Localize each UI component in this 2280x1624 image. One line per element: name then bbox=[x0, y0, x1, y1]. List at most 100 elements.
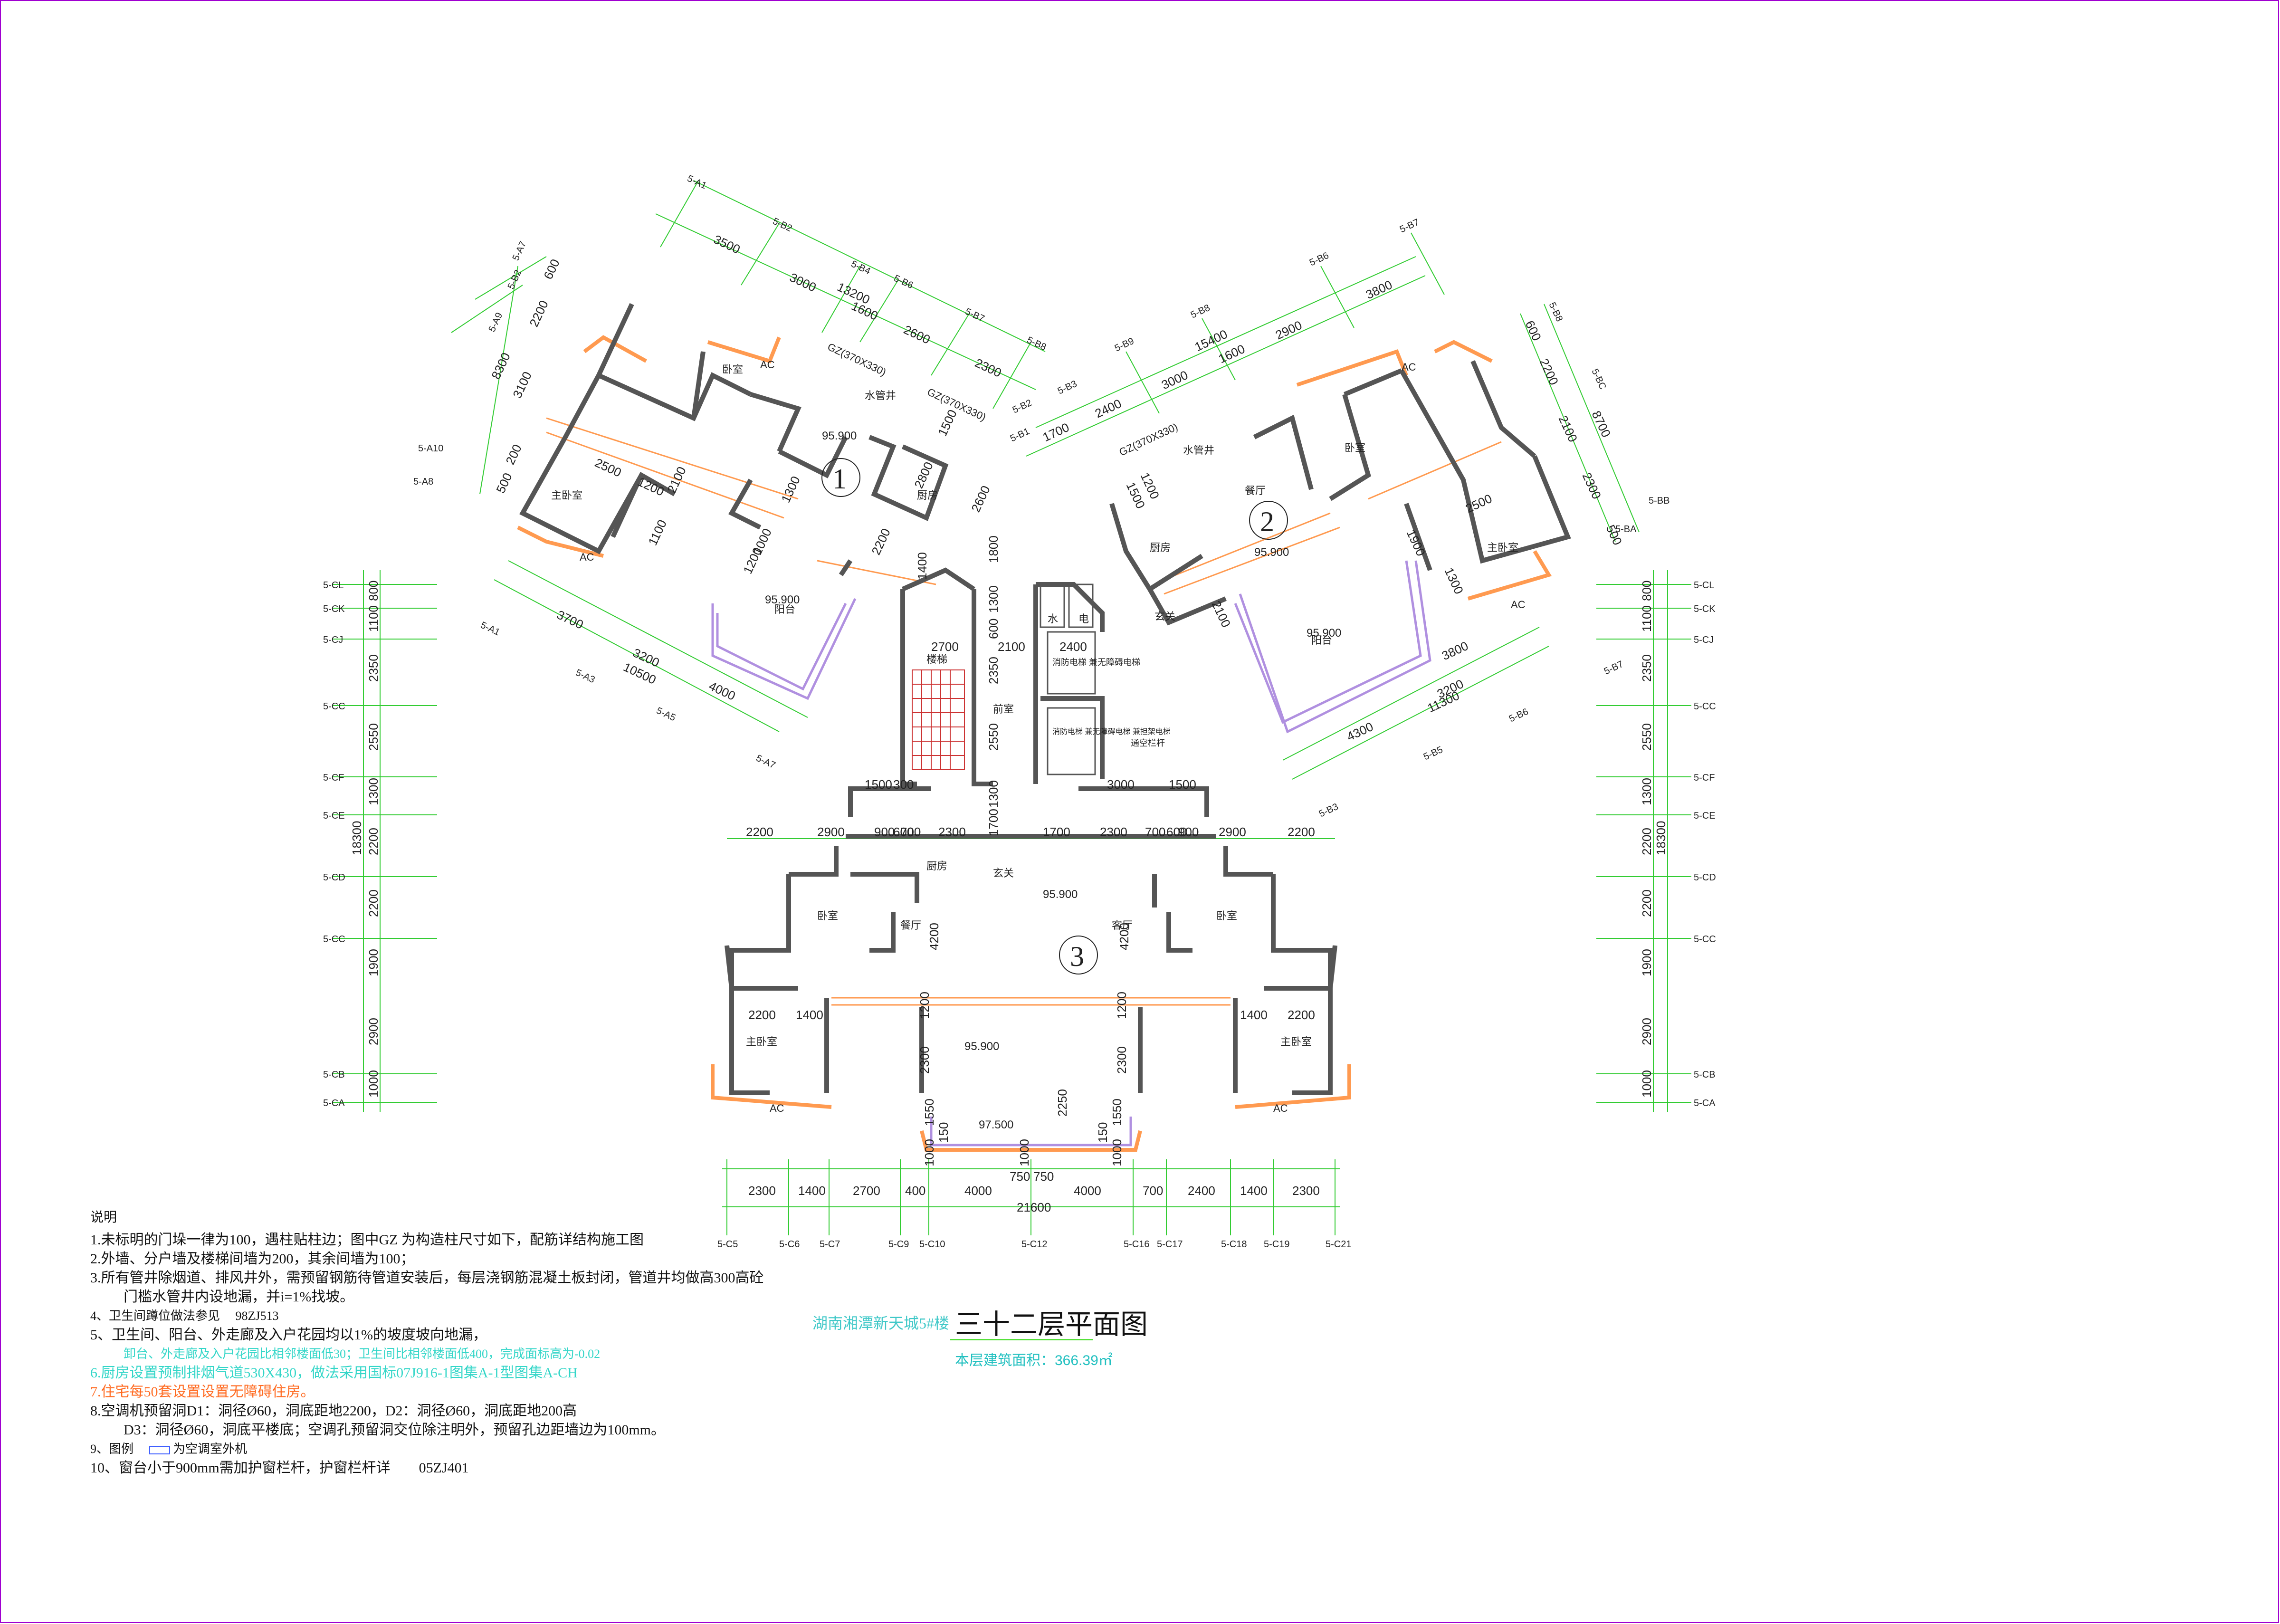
note-9-legend: 为空调室外机 bbox=[173, 1442, 248, 1456]
stair-label: 楼梯 bbox=[926, 653, 947, 665]
axis-l-4: 5-CF bbox=[323, 773, 344, 783]
dim-in-32: 750 bbox=[1033, 1169, 1054, 1184]
dim-rs-2: 2100 bbox=[1556, 413, 1581, 444]
dim-core-7: 2550 bbox=[986, 723, 1001, 751]
unit-2-number: 2 bbox=[1260, 506, 1274, 537]
unit-1-number: 1 bbox=[832, 463, 847, 495]
dim-in-18: 4200 bbox=[927, 923, 941, 950]
dim-core-5: 600 bbox=[986, 619, 1001, 639]
room-u1-bedroom: 卧室 bbox=[722, 363, 743, 375]
note-6: 6.厨房设置预制排烟气道530X430，做法采用国标07J916-1图集A-1型… bbox=[90, 1365, 578, 1381]
axis-tr-7: 5-B8 bbox=[1546, 301, 1565, 324]
axis-r-7: 5-CC bbox=[1694, 934, 1716, 945]
dim-bottom-7: 2400 bbox=[1188, 1184, 1215, 1198]
level-unit1-balcony: 95.900 bbox=[765, 593, 800, 606]
dim-core-9: 300 bbox=[893, 777, 914, 792]
walls bbox=[519, 303, 1571, 1095]
lift-1-label: 消防电梯 兼无障碍电梯 bbox=[1052, 658, 1140, 667]
dim-in-25: 1200 bbox=[1115, 992, 1129, 1019]
dim-in-2: 2100 bbox=[664, 464, 689, 495]
dim-ls-4: 500 bbox=[493, 471, 515, 496]
axis-l-7: 5-CC bbox=[323, 934, 345, 945]
note-5b: 卸台、外走廊及入户花园比相邻楼面低30；卫生间比相邻楼面低400，完成面标高为-… bbox=[124, 1347, 601, 1361]
dim-core-0: 2700 bbox=[931, 640, 959, 654]
level-unit3-balcony: 97.500 bbox=[979, 1118, 1013, 1131]
dim-in-22: 1400 bbox=[1240, 1008, 1268, 1022]
axis-tr-9: 5-BB bbox=[1649, 496, 1669, 506]
room-u3-left-dining: 餐厅 bbox=[900, 919, 921, 931]
dim-vr-1: 1100 bbox=[1640, 605, 1654, 632]
axis-b-4: 5-C10 bbox=[919, 1239, 945, 1250]
dim-in-4: 1300 bbox=[778, 474, 803, 505]
axis-r-9: 5-CA bbox=[1694, 1098, 1716, 1108]
dim-tl-0: 3500 bbox=[711, 232, 742, 257]
axis-tl-5: 5-B8 bbox=[1025, 335, 1048, 353]
dim-in-27: 2300 bbox=[1115, 1046, 1129, 1074]
dims-core: 2700 2100 2400 1800 1300 600 2350 2550 1… bbox=[865, 535, 1196, 836]
axis-l-1: 5-CK bbox=[323, 604, 345, 614]
note-9: 9、图例 为空调室外机 bbox=[90, 1440, 613, 1459]
ac-u2-bottom: AC bbox=[1511, 599, 1526, 611]
dim-vr-2: 2350 bbox=[1640, 654, 1654, 682]
dim-vl-0: 800 bbox=[366, 581, 381, 601]
dim-vr-5: 2200 bbox=[1640, 828, 1654, 855]
note-10-ref: 05ZJ401 bbox=[419, 1460, 469, 1476]
room-u1-balcony: 阳台 bbox=[774, 603, 795, 615]
dim-in-21: 1400 bbox=[796, 1008, 823, 1022]
axis-r-3: 5-CC bbox=[1694, 701, 1716, 712]
note-10: 10、窗台小于900mm需加护窗栏杆，护窗栏杆详 05ZJ401 bbox=[90, 1459, 613, 1478]
dim-in-3: 1100 bbox=[645, 517, 669, 547]
room-u1-shaft: 水管井 bbox=[865, 390, 896, 401]
dim-tl-1: 3000 bbox=[787, 270, 818, 295]
dim-ls-3: 200 bbox=[503, 442, 525, 467]
dim-vl-3: 2550 bbox=[366, 723, 381, 751]
room-u3-left-master: 主卧室 bbox=[746, 1036, 777, 1048]
axis-tr-1: 5-B6 bbox=[1308, 250, 1331, 268]
dim-mid-12: 2200 bbox=[1288, 825, 1315, 839]
dim-vl-7: 1900 bbox=[366, 949, 381, 976]
dim-vl-5: 2200 bbox=[366, 828, 381, 855]
level-unit2-balcony: 95.900 bbox=[1307, 627, 1341, 640]
room-u2-master: 主卧室 bbox=[1487, 542, 1518, 554]
dims-vertical-right: 800 1100 2350 2550 1300 2200 2200 1900 2… bbox=[1640, 581, 1668, 1098]
title-underline bbox=[950, 1339, 1093, 1340]
dim-in-23: 2200 bbox=[1288, 1008, 1315, 1022]
note-3: 3.所有管井除烟道、排风井外，需预留钢筋待管道安装后，每层浇钢筋混凝土板封闭，管… bbox=[90, 1270, 764, 1286]
note-2: 2.外墙、分户墙及楼梯间墙为200，其余间墙为100； bbox=[90, 1251, 415, 1267]
dim-in-28: 1550 bbox=[922, 1099, 936, 1126]
dim-bottom-5: 4000 bbox=[1074, 1184, 1101, 1198]
dims-middle: 2200 2900 900 600 700 2300 1700 2300 700… bbox=[746, 825, 1315, 839]
dim-rs-total: 8700 bbox=[1589, 409, 1614, 439]
lift-shafts bbox=[1040, 583, 1096, 775]
dim-in-6: 1200 bbox=[740, 545, 765, 576]
note-1: 1.未标明的门垛一律为100，遇柱贴柱边；图中GZ 为构造柱尺寸如下，配筋详结构… bbox=[90, 1232, 644, 1248]
dim-core-1: 2100 bbox=[998, 640, 1025, 654]
level-unit3-lower: 95.900 bbox=[964, 1040, 999, 1053]
room-u3-kitchen: 厨房 bbox=[926, 860, 947, 872]
axis-tl-6: 5-A7 bbox=[511, 240, 529, 263]
balconies bbox=[517, 335, 1552, 1152]
dim-mid-9: 600 bbox=[1166, 825, 1187, 839]
lift-2-label: 消防电梯 兼无障碍电梯 兼担架电梯 bbox=[1052, 727, 1171, 736]
dim-in-8: 2800 bbox=[911, 459, 936, 490]
room-u1-master: 主卧室 bbox=[551, 489, 582, 501]
dim-in-34: 150 bbox=[936, 1122, 951, 1143]
rail-label: 通空栏杆 bbox=[1131, 738, 1165, 748]
dim-in-7: 1500 bbox=[935, 407, 960, 438]
level-unit3-living: 95.900 bbox=[1043, 888, 1078, 901]
ac-u1-top: AC bbox=[760, 359, 775, 371]
floor-area: 本层建筑面积：366.39㎡ bbox=[955, 1353, 1113, 1368]
dim-mid-0: 2200 bbox=[746, 825, 773, 839]
note-3b: 门槛水管井内设地漏，并i=1%找坡。 bbox=[124, 1289, 354, 1305]
dim-tr-5: 3800 bbox=[1364, 277, 1394, 302]
axis-tl-8: 5-A9 bbox=[487, 311, 505, 334]
axis-r-4: 5-CF bbox=[1694, 773, 1715, 783]
axis-b-8: 5-C18 bbox=[1221, 1239, 1247, 1250]
notes-title: 说明 bbox=[90, 1210, 117, 1224]
dim-mid-4: 700 bbox=[900, 825, 921, 839]
note-9-text: 9、图例 bbox=[90, 1442, 134, 1456]
axis-b-9: 5-C19 bbox=[1264, 1239, 1289, 1250]
axis-rb-1: 5-B6 bbox=[1507, 707, 1530, 725]
dims-vertical-left: 800 1100 2350 2550 1300 2200 2200 1900 2… bbox=[350, 581, 381, 1098]
axis-b-5: 5-C12 bbox=[1021, 1239, 1047, 1250]
